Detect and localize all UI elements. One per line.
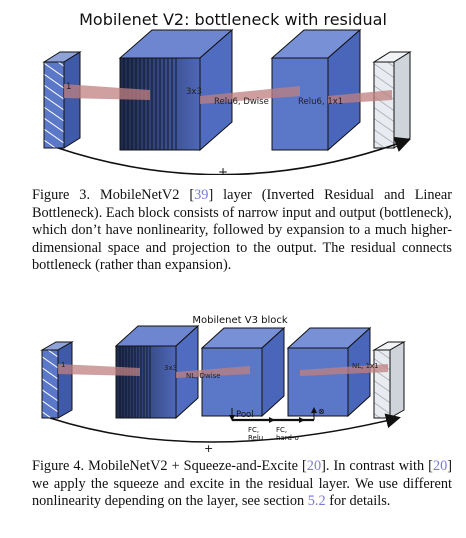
fc-hardsigmoid-label: FC, — [276, 426, 287, 434]
residual-connection — [49, 413, 401, 443]
figure-4-diagram: Mobilenet V3 block — [0, 306, 466, 456]
input-label: 1 — [61, 361, 65, 369]
residual-plus: + — [218, 165, 228, 175]
project-label: NL, 1x1 — [352, 362, 379, 370]
project-label: Relu6, 1x1 — [298, 97, 343, 107]
caption-text: ] we apply the squeeze and excite in the… — [32, 458, 452, 510]
flow-arrows — [58, 364, 388, 378]
section-link[interactable]: 5.2 — [307, 493, 326, 510]
output-bottleneck-block — [372, 341, 406, 419]
multiply-icon: ⊗ — [318, 407, 325, 416]
input-label: 1 — [66, 82, 71, 92]
figure-3-title: Mobilenet V2: bottleneck with residual — [79, 10, 387, 29]
expand-label: 3x3 — [164, 364, 177, 372]
figure-4-svg: Mobilenet V3 block — [40, 315, 406, 455]
projection-block — [286, 326, 372, 418]
depthwise-block — [270, 28, 362, 152]
residual-plus: + — [204, 442, 213, 455]
pool-label: Pool — [236, 410, 254, 420]
figure-4-caption: Figure 4. MobileNetV2 + Squeeze-and-Exci… — [32, 458, 452, 511]
figure-3-svg: Mobilenet V2: bottleneck with residual — [42, 10, 412, 179]
dwise-label: NL, Dwise — [186, 372, 221, 380]
figure-4-title: Mobilenet V3 block — [192, 315, 288, 326]
figure-3-diagram: Mobilenet V2: bottleneck with residual — [0, 0, 466, 179]
caption-text: for details. — [325, 493, 391, 510]
expand-label: 3x3 — [186, 87, 202, 97]
fc-relu-label: FC, — [248, 426, 259, 434]
caption-text: Figure 4. MobileNetV2 + Squeeze-and-Exci… — [32, 458, 307, 474]
fc-relu-label-2: Relu — [248, 434, 263, 442]
citation-link[interactable]: 39 — [194, 187, 209, 203]
expansion-block — [118, 28, 234, 152]
caption-text: ] layer (Inverted Residual and Linear Bo… — [32, 187, 452, 274]
figure-3-caption: Figure 3. MobileNetV2 [39] layer (Invert… — [32, 187, 452, 275]
caption-text: Figure 3. MobileNetV2 [ — [32, 187, 195, 203]
dwise-label: Relu6, Dwise — [214, 97, 269, 107]
citation-link[interactable]: 20 — [432, 458, 448, 474]
flow-arrows — [64, 84, 392, 104]
depthwise-block — [200, 326, 286, 418]
caption-text: ]. In contrast with [ — [321, 458, 433, 474]
residual-connection — [57, 136, 412, 176]
input-bottleneck-block — [42, 51, 82, 149]
input-bottleneck-block — [40, 341, 74, 419]
citation-link[interactable]: 20 — [306, 458, 322, 474]
